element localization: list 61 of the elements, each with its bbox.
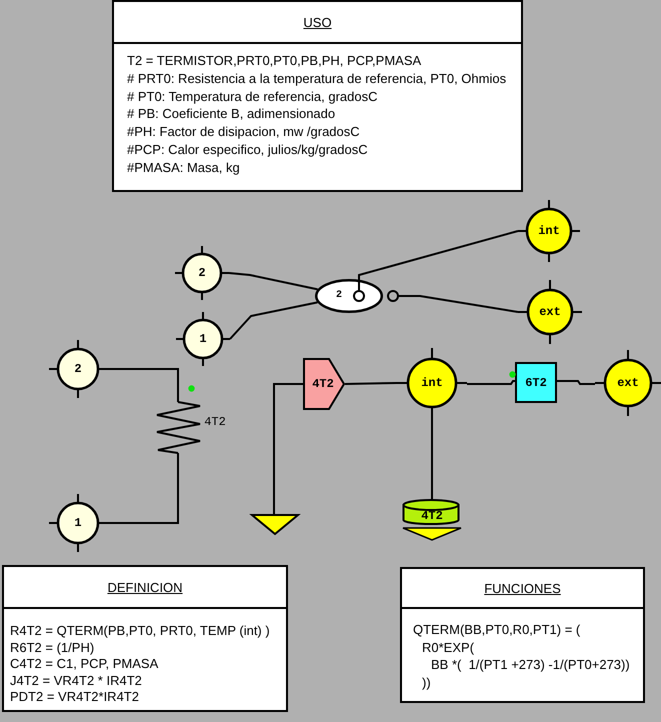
node-label: 2 [74,363,82,375]
node-label: 1 [199,333,207,345]
text-line: R4T2 = QTERM(PB,PT0, PRT0, TEMP (int) ) [10,623,270,640]
port-circle [518,280,582,344]
pin-circle [175,246,229,300]
info-panel [112,0,523,192]
panel-title: DEFINICION [107,580,183,594]
ring-icon [353,290,365,302]
text-line: #PMASA: Masa, kg [127,158,240,177]
wire [467,380,515,385]
text-line: # PRT0: Resistencia a la temperatura de referencia, PT0, Ohmios [127,70,506,88]
text-line: QTERM(BB,PT0,R0,PT1) = ( [413,621,580,638]
node-label: 1 [74,517,82,529]
text-line: C4T2 = C1, PCP, PMASA [10,656,158,672]
pin-circle [49,494,107,552]
node-label: 6T2 [525,376,547,388]
text-line: )) [422,674,431,691]
node-label: 2 [336,291,342,301]
wire [228,272,318,290]
text-line: R0*EXP( [422,638,474,656]
node-label: ext [617,377,639,389]
wire [107,453,179,524]
node-label: ext [539,306,561,318]
component-box [515,362,557,403]
component-label: 4T2 [204,416,226,428]
text-line: # PT0: Temperatura de referencia, gradosC [127,88,378,106]
panel-title: FUNCIONES [484,580,561,596]
node-label: int [421,377,443,389]
pin-circle [49,340,107,398]
text-line: R6T2 = (1/PH) [10,640,94,656]
text-line: # PB: Coeficiente B, adimensionado [127,105,336,124]
resistor-symbol [155,402,228,453]
wire [229,301,318,340]
wire [358,230,518,290]
text-line: #PCP: Calor especifico, julios/kg/gradosC [127,140,368,159]
pentagon-block [303,358,345,410]
pin-circle [176,312,230,366]
wire [344,382,398,385]
text-line: J4T2 = VR4T2 * IR4T2 [10,672,142,689]
port-circle [595,350,661,416]
text-line: PDT2 = VR4T2*IR4T2 [10,689,139,706]
ring-icon [387,290,399,302]
info-panel [400,567,645,703]
info-panel [2,565,288,712]
wire [273,383,303,514]
component-ellipse [315,279,383,313]
node-label: 4T2 [421,510,443,522]
node-label: int [538,225,560,237]
wire [431,418,433,499]
wire [107,368,179,402]
panel-title: USO [303,14,332,30]
port-circle [397,348,467,418]
triangle-icon [251,514,299,535]
text-line: #PH: Factor de disipacion, mw /gradosC [127,123,360,141]
node-label: 4T2 [312,378,334,390]
wire [399,295,518,313]
text-line: T2 = TERMISTOR,PRT0,PT0,PB,PH, PCP,PMASA [127,52,422,70]
port-circle [518,200,580,262]
wire [557,380,595,385]
text-line: BB *( 1/(PT1 +273) -1/(PT0+273)) [431,656,630,674]
node-label: 2 [198,267,206,279]
